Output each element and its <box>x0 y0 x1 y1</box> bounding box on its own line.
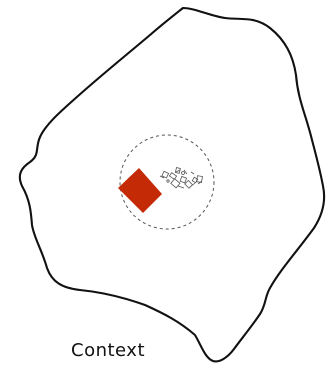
site-block <box>118 168 162 213</box>
neighborhood-buildings-icon <box>160 168 202 189</box>
context-caption: Context <box>71 340 145 361</box>
